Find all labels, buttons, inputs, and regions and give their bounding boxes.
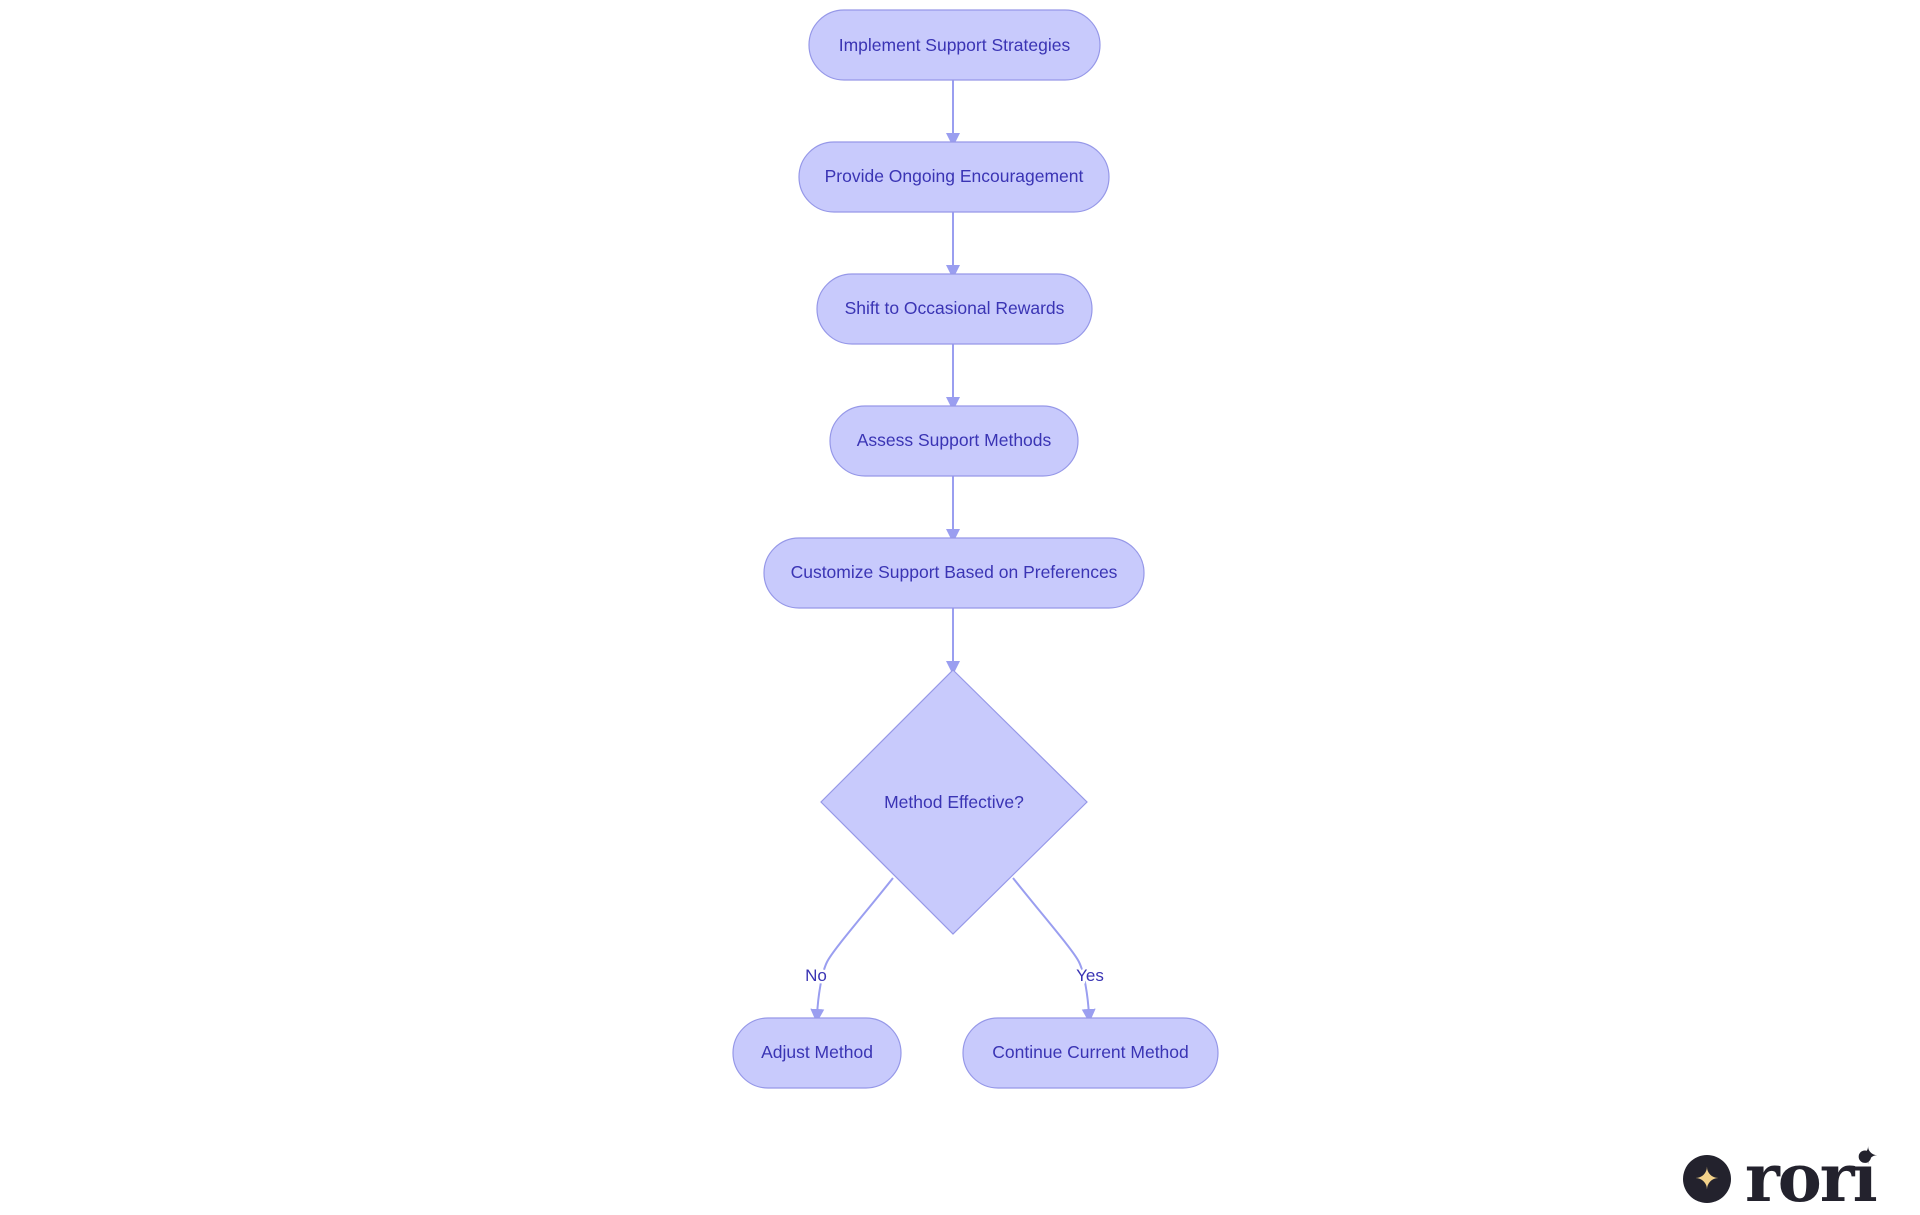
node-label: Adjust Method <box>761 1042 873 1062</box>
node-shape <box>962 1017 1219 1089</box>
node-adjust-method: Adjust Method <box>732 1017 902 1089</box>
node-shape <box>732 1017 902 1089</box>
edge-label-yes: Yes <box>1076 966 1104 985</box>
logo-circle <box>1683 1155 1731 1203</box>
node-label: Assess Support Methods <box>857 430 1052 450</box>
logo-wordmark: rori <box>1745 1139 1877 1215</box>
node-label: Customize Support Based on Preferences <box>791 562 1118 582</box>
node-assess-support-methods: Assess Support Methods <box>829 405 1079 477</box>
node-shape <box>798 141 1110 213</box>
node-shape <box>816 273 1093 345</box>
node-label: Shift to Occasional Rewards <box>845 298 1065 318</box>
node-shape <box>763 537 1145 609</box>
edge-decision-to-continue <box>1012 877 1096 1023</box>
node-method-effective-decision: Method Effective? <box>820 669 1088 935</box>
node-continue-current-method: Continue Current Method <box>962 1017 1219 1089</box>
edge-label-no: No <box>805 966 827 985</box>
logo-sparkle-icon: ✦ <box>1858 1143 1878 1170</box>
node-shift-to-occasional-rewards: Shift to Occasional Rewards <box>816 273 1093 345</box>
node-provide-ongoing-encouragement: Provide Ongoing Encouragement <box>798 141 1110 213</box>
edge-decision-to-adjust <box>810 877 894 1023</box>
node-shape <box>808 9 1101 81</box>
node-customize-support: Customize Support Based on Preferences <box>763 537 1145 609</box>
node-label: Method Effective? <box>884 792 1024 812</box>
node-label: Provide Ongoing Encouragement <box>825 166 1084 186</box>
node-label: Implement Support Strategies <box>839 35 1071 55</box>
node-shape <box>829 405 1079 477</box>
rori-logo: ✦ rori ✦ <box>1683 1139 1879 1215</box>
node-label: Continue Current Method <box>992 1042 1189 1062</box>
node-implement-support-strategies: Implement Support Strategies <box>808 9 1101 81</box>
decision-shape <box>820 669 1088 935</box>
logo-circle-star-icon: ✦ <box>1694 1163 1719 1196</box>
edges <box>810 80 1096 1023</box>
